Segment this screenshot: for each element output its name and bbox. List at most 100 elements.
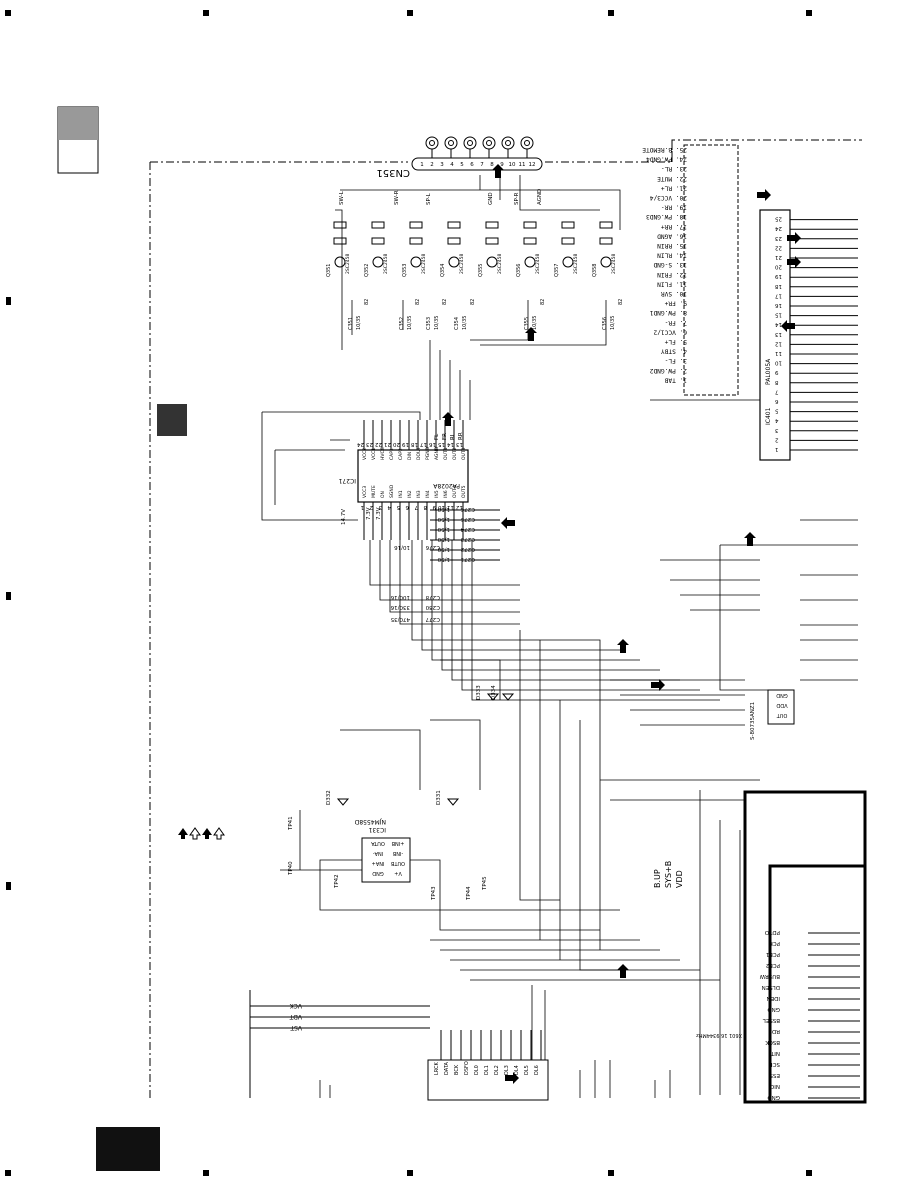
transistor-ref: Q354 (440, 264, 446, 277)
pin-table-entry: 7. FR- (665, 319, 687, 326)
rail-label: 7.3V (376, 507, 382, 520)
amp-ic-pin-number: 24 (357, 441, 364, 447)
amp-ic-pin-number: 7 (414, 504, 418, 510)
transistor-part: 2SC2458 (383, 254, 389, 274)
pin-table-entry: 8. PW.GND1 (649, 309, 687, 316)
diode-icon (336, 798, 350, 806)
pin-table-entry: 14. RLIN (657, 252, 687, 259)
signal-arrow-right-icon (787, 256, 801, 268)
amp-ic-pin-number: 20 (393, 441, 400, 447)
bias-cap-ref: C278 (425, 594, 440, 600)
main-ic-pin-number: 17 (775, 292, 782, 298)
coupling-cap-value: 1/50 (437, 506, 450, 512)
resistor-icon (333, 221, 347, 229)
output-pin-label: LRCK (434, 1061, 440, 1075)
output-pin-label: DL0 (474, 1065, 480, 1075)
power-bup: B.UP (653, 869, 662, 888)
power-sysb: SYS+B (664, 861, 673, 888)
jack-icon (425, 136, 439, 150)
signal-arrows (442, 164, 801, 1084)
opamp-pin-name: OUTA (371, 840, 385, 846)
amp-ic-pin-name: VCC2 (362, 448, 368, 460)
main-ic-ref: IC401 (765, 407, 772, 425)
bias-cap-value: 470/35 (390, 616, 410, 622)
connector-signal-label: SW-R (394, 190, 400, 205)
diode-ref: D333 (476, 685, 482, 700)
amp-ic-pin-name: CAP2 (398, 448, 404, 460)
connector-pin: 4 (450, 162, 454, 168)
opamp-pin-name: GND (372, 870, 384, 876)
amp-ic-part: PA2028A (432, 482, 460, 489)
signal-arrow-up-icon (492, 164, 504, 178)
resistor-icon (485, 221, 499, 229)
pin-table-entry: 16. AGND (657, 232, 687, 239)
amp-ic-pin-name: OUT3 (461, 447, 467, 460)
amp-ic-pin-name: DIN (407, 452, 413, 460)
coupling-cap-value: 1/50 (437, 526, 450, 532)
main-ic-pin-number: 5 (775, 408, 779, 414)
crystal-label: X601 16.9344MHz (696, 1032, 742, 1038)
board-outline (149, 139, 862, 1098)
transistor-part: 2SC2458 (573, 254, 579, 274)
transistor-icon (600, 256, 612, 268)
coupling-cap-value: 1/50 (437, 536, 450, 542)
amp-ic-pin-name: PGND (425, 446, 431, 460)
amp-ic-pin-number: 4 (387, 504, 391, 510)
chip-pin-label: RDS (768, 1028, 780, 1034)
resistor-icon (371, 221, 385, 229)
test-point-ref: TP40 (288, 861, 294, 876)
pin-table-entry: 21. RL+ (661, 184, 687, 191)
reset-ic-part: S-80735ANZ1 (750, 702, 756, 740)
chip-pin-label: SCK (769, 1061, 780, 1067)
transistor-part: 2SC2458 (459, 254, 465, 274)
transistor-icon (562, 256, 574, 268)
chip-pin-label: NIC (770, 1083, 780, 1089)
main-ic-pin-number: 16 (775, 302, 782, 308)
resistor-icon (523, 237, 537, 245)
transistor-ref: Q358 (592, 264, 598, 277)
amp-ic-pin-number: 19 (402, 441, 409, 447)
pin-table-entry: 9. FR+ (664, 300, 687, 307)
diode-icon (446, 798, 460, 806)
coupling-cap-ref: C271 (461, 556, 475, 562)
bias-cap-value: 330/16 (390, 604, 410, 610)
connector-signal-label: AGND (537, 189, 543, 205)
resistor-value: 82 (442, 299, 448, 305)
main-ic-pin-number: 11 (775, 350, 782, 356)
resistor-icon (333, 237, 347, 245)
test-point-ref: TP43 (431, 886, 437, 901)
coupling-cap-value: 1/50 (437, 556, 450, 562)
transistor-part: 2SC2458 (421, 254, 427, 274)
amp-ic-pin-name: IN1 (398, 490, 404, 498)
amp-ic-pin-number: 17 (420, 441, 427, 447)
pin-table-entry: 20. VCC3/4 (649, 194, 687, 201)
bus-vck: VCK (289, 1002, 302, 1009)
main-ic-pin-number: 6 (775, 398, 779, 404)
amp-ic-pin-name: OUT1 (443, 447, 449, 460)
amp-ic-pin-name: IN6 (443, 490, 449, 498)
chip-pin-label: PCK (769, 940, 780, 946)
opamp-ref: IC331 (368, 826, 386, 833)
jack-center-icon (448, 140, 454, 146)
amp-ic-pin-name: OUT4 (452, 485, 458, 498)
amp-ic-pin-name: MUTE (371, 485, 377, 498)
section-marker (157, 404, 187, 436)
capacitor-value: 10/35 (532, 316, 538, 330)
transistor-part: 2SC2458 (535, 254, 541, 274)
pin-table-entry: 11. FLIN (657, 280, 687, 287)
amp-ic-pin-name: OUT2 (452, 447, 458, 460)
registration-marks (5, 10, 812, 1176)
amp-ic-pin-number: 13 (456, 441, 463, 447)
transistor-icon (372, 256, 384, 268)
capacitor-ref: C354 (454, 317, 460, 330)
transistor-icon (334, 256, 346, 268)
capacitor-value: 10/35 (356, 316, 362, 330)
pin-table-entry: 10. SVR (661, 290, 687, 297)
pin-table-entry: 19. RR- (661, 204, 687, 211)
amp-ic-pin-name: DOUT (416, 447, 422, 460)
reset-ic-pin: OUT (776, 712, 788, 718)
